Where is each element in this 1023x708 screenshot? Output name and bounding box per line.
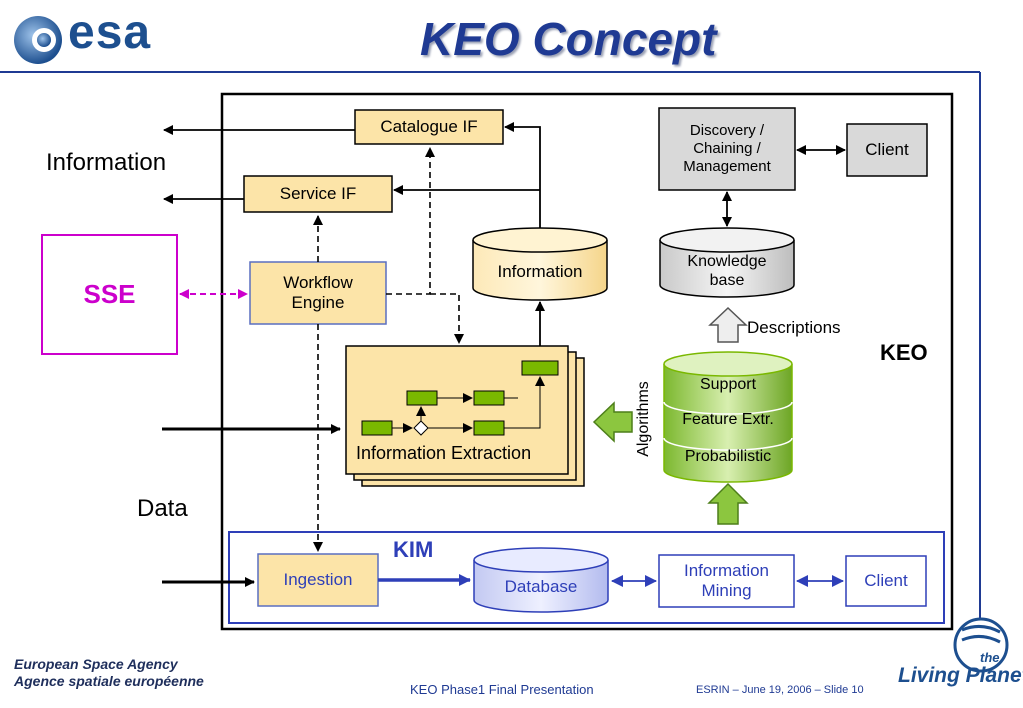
- information-output-label: Information: [46, 149, 167, 176]
- knowledge-base-cylinder: [659, 227, 795, 298]
- information-mining-label: Information Mining: [659, 555, 794, 607]
- discovery-line-3: Management: [683, 158, 771, 175]
- information-mining-line-1: Information: [683, 560, 770, 580]
- knowledge-base-line-2: base: [709, 272, 745, 289]
- catalogue-if-box: [354, 109, 504, 145]
- algorithm-probabilistic: Probabilistic: [684, 448, 772, 466]
- ingestion-box: [257, 553, 379, 607]
- extraction-workflow-glyph: [361, 360, 559, 436]
- footer-agency-fr: Agence spatiale européenne: [14, 672, 204, 689]
- esa-logo-text: esa: [68, 6, 152, 59]
- algorithm-feature-extraction: Feature Extr.: [682, 411, 774, 429]
- discovery-box: [658, 107, 796, 191]
- information-extraction-label: Information Extraction: [356, 443, 532, 463]
- footer-presentation: KEO Phase1 Final Presentation: [410, 682, 594, 697]
- workflow-engine-line-1: Workflow: [283, 272, 353, 292]
- information-store-label: Information: [497, 261, 583, 281]
- catalogue-if-label: Catalogue IF: [380, 116, 478, 136]
- living-planet-logo-icon: [953, 617, 1009, 673]
- service-if-label: Service IF: [279, 183, 357, 203]
- connector-arrows: [163, 122, 846, 346]
- page-title: KEO Concept: [420, 13, 717, 65]
- information-cylinder: [472, 227, 608, 301]
- discovery-line-1: Discovery /: [689, 122, 765, 139]
- esa-logo: [10, 12, 230, 72]
- sse-box: [41, 234, 178, 355]
- algorithms-input-arrow-icon: [707, 482, 749, 525]
- workflow-engine-line-2: Engine: [291, 293, 345, 312]
- knowledge-base-line-1: Knowledge: [687, 252, 767, 270]
- database-cylinder: [473, 547, 609, 613]
- living-planet-the: the: [980, 650, 1000, 665]
- algorithms-cylinder: [663, 351, 793, 483]
- workflow-engine-box: [249, 261, 387, 325]
- esa-globe-icon: [14, 16, 62, 64]
- knowledge-base-label: Knowledge base: [660, 250, 794, 292]
- footer-agency-en: European Space Agency: [14, 656, 178, 672]
- footer-agency: European Space Agency Agence spatiale eu…: [14, 656, 204, 690]
- ingestion-label: Ingestion: [283, 569, 353, 589]
- information-mining-box: [658, 554, 795, 608]
- dashed-connectors: [313, 147, 464, 552]
- discovery-label: Discovery / Chaining / Management: [659, 108, 795, 190]
- sse-label: SSE: [83, 278, 136, 309]
- workflow-engine-label: Workflow Engine: [250, 262, 386, 324]
- information-mining-line-2: Mining: [701, 581, 752, 600]
- living-planet-text: Living Planet: [898, 664, 1023, 687]
- kim-client-box: [845, 555, 927, 607]
- algorithms-label: Algorithms: [634, 381, 652, 457]
- algorithms-to-extraction-arrow-icon: [592, 401, 633, 443]
- descriptions-arrow-icon: [708, 306, 748, 343]
- algorithm-support: Support: [699, 376, 757, 394]
- database-label: Database: [504, 576, 578, 596]
- discovery-line-2: Chaining /: [693, 140, 761, 157]
- data-input-label: Data: [137, 495, 188, 522]
- keo-label: KEO: [880, 340, 928, 365]
- kim-label: KIM: [393, 537, 434, 562]
- keo-client-label: Client: [865, 139, 909, 159]
- kim-frame: [228, 531, 945, 624]
- footer-slide-info: ESRIN – June 19, 2006 – Slide 10: [696, 684, 864, 696]
- keo-frame: [220, 92, 954, 631]
- keo-client-box: [846, 123, 928, 177]
- service-if-box: [243, 175, 393, 213]
- kim-client-label: Client: [864, 570, 908, 590]
- descriptions-label: Descriptions: [747, 318, 841, 337]
